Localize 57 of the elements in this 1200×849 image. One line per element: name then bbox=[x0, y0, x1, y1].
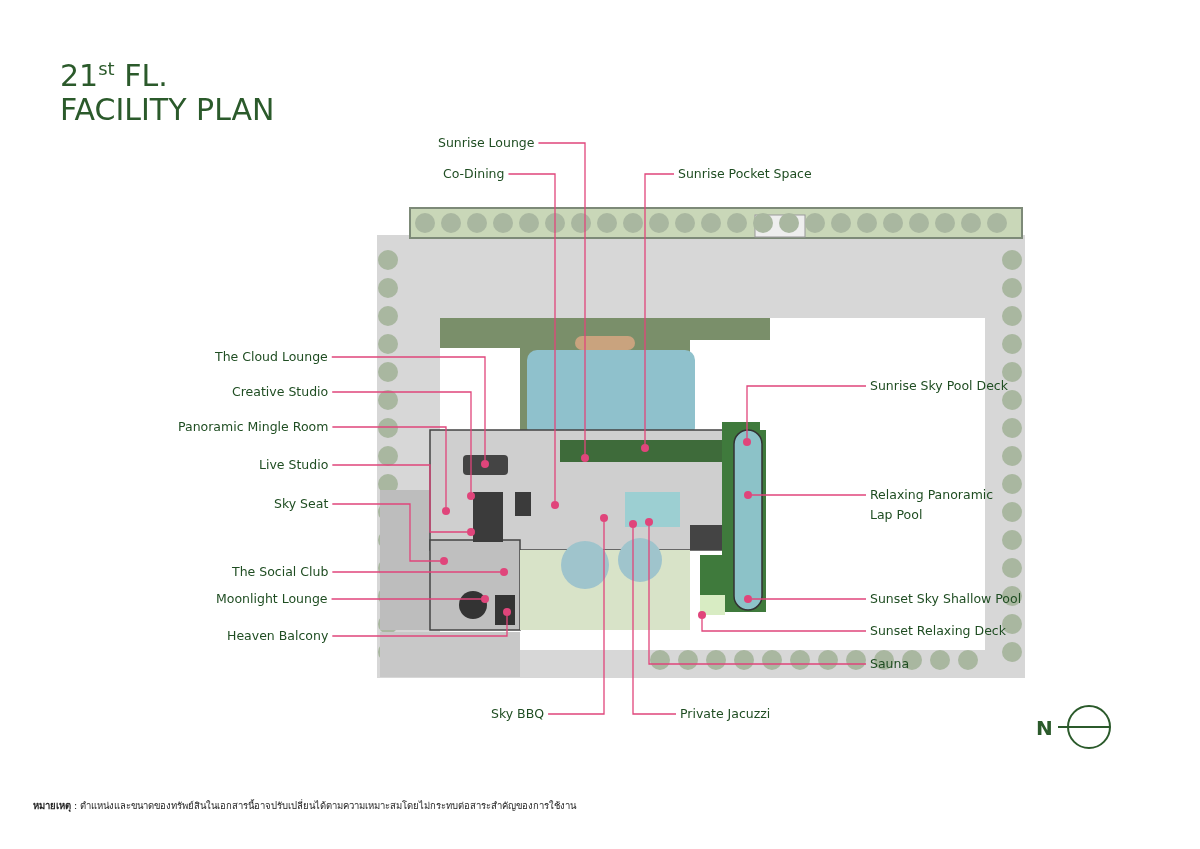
location-dot bbox=[467, 528, 475, 536]
facility-label: Sunrise Lounge bbox=[434, 133, 539, 153]
leader-line bbox=[751, 598, 867, 600]
leader-line bbox=[331, 391, 472, 493]
facility-label: Live Studio bbox=[255, 455, 333, 475]
leader-line bbox=[330, 598, 482, 600]
facility-label: Moonlight Lounge bbox=[212, 589, 332, 609]
facility-label: Private Jacuzzi bbox=[676, 704, 775, 724]
facility-label: Sky Seat bbox=[270, 494, 333, 514]
leader-line bbox=[331, 356, 486, 461]
location-dot bbox=[481, 595, 489, 603]
location-dot bbox=[629, 520, 637, 528]
location-dot bbox=[442, 507, 450, 515]
location-dot bbox=[698, 611, 706, 619]
facility-label: Sunset Sky Shallow Pool bbox=[866, 589, 1026, 609]
facility-label: Relaxing Panoramic Lap Pool bbox=[866, 485, 1006, 525]
location-dot bbox=[645, 518, 653, 526]
leader-line bbox=[701, 618, 867, 632]
facility-label: Sunrise Sky Pool Deck bbox=[866, 376, 1012, 396]
location-dot bbox=[641, 444, 649, 452]
facility-label: Panoramic Mingle Room bbox=[174, 417, 333, 437]
facility-label: Sunrise Pocket Space bbox=[674, 164, 816, 184]
facility-label: Heaven Balcony bbox=[223, 626, 333, 646]
note-text: หมายเหตุ : ตำแหน่งและขนาดของทรัพย์สินในเอกสารนี้อาจปรับเปลี่ยนได้ตามความเหมาะสมโดยไม่กระทบต่อสาระสำคัญของการใช้งาน bbox=[33, 798, 577, 814]
leader-line bbox=[648, 525, 867, 665]
facility-label: The Social Club bbox=[228, 562, 333, 582]
leader-line bbox=[537, 142, 586, 455]
leader-line bbox=[746, 385, 867, 439]
facility-label: Sunset Relaxing Deck bbox=[866, 621, 1010, 641]
leader-line bbox=[331, 571, 501, 573]
facility-label: Sauna bbox=[866, 654, 914, 674]
facility-label: The Cloud Lounge bbox=[211, 347, 332, 367]
facility-label: Sky BBQ bbox=[487, 704, 549, 724]
location-dot bbox=[551, 501, 559, 509]
leader-line bbox=[751, 494, 867, 496]
location-dot bbox=[744, 595, 752, 603]
leader-line bbox=[644, 173, 675, 445]
north-label: N bbox=[1036, 716, 1053, 740]
location-dot bbox=[440, 557, 448, 565]
leader-line bbox=[331, 615, 508, 637]
location-dot bbox=[600, 514, 608, 522]
location-dot bbox=[500, 568, 508, 576]
leader-line bbox=[547, 521, 605, 715]
leader-line bbox=[632, 527, 677, 715]
location-dot bbox=[581, 454, 589, 462]
location-dot bbox=[481, 460, 489, 468]
leader-line bbox=[331, 426, 447, 508]
location-dot bbox=[467, 492, 475, 500]
facility-label: Co-Dining bbox=[439, 164, 509, 184]
location-dot bbox=[503, 608, 511, 616]
leader-line bbox=[507, 173, 556, 502]
title: 21$^{st}$ FL. FACILITY PLAN bbox=[60, 57, 276, 127]
location-dot bbox=[743, 438, 751, 446]
leader-line bbox=[331, 464, 468, 533]
facility-label: Creative Studio bbox=[228, 382, 333, 402]
leader-line bbox=[331, 503, 441, 562]
location-dot bbox=[744, 491, 752, 499]
